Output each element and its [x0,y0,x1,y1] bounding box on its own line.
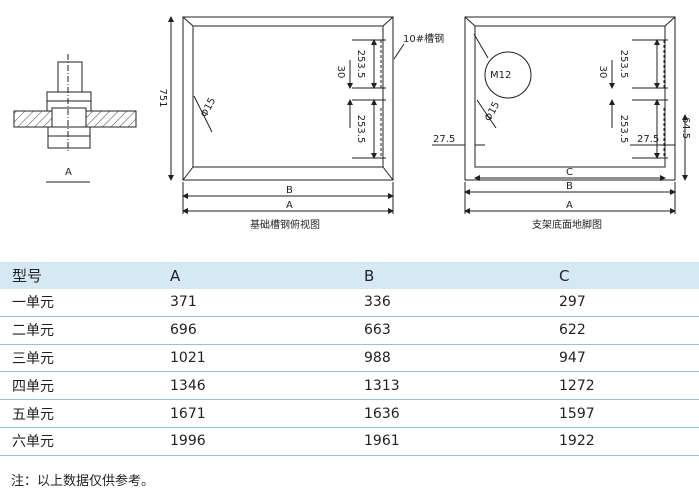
bottom-label-c: C [566,167,573,178]
table-row: 四单元 1346 1313 1272 [0,371,699,401]
model-dimensions-table: 型号 A B C 一单元 371 336 297 二单元 696 663 622… [0,262,699,456]
top-dim-751: 751 [157,88,168,107]
cell-b: 1961 [364,427,559,456]
top-dim-253-lower: 253.5 [355,115,366,144]
column-header-a: A [170,262,364,289]
bottom-view-drawing [432,16,688,214]
column-header-c: C [559,262,699,289]
top-view-caption: 基础槽钢俯视图 [250,218,320,231]
channel-steel-label: 10#槽钢 [403,32,444,45]
top-hole-label: Φ15 [199,96,218,119]
cell-b: 1636 [364,399,559,428]
bottom-dim-253-upper: 253.5 [618,50,629,79]
cell-a: 1346 [170,371,364,401]
table-row: 二单元 696 663 622 [0,316,699,345]
bottom-label-a: A [566,200,573,211]
bottom-dim-27-right: 27.5 [637,134,659,145]
cell-a: 1996 [170,427,364,456]
cell-b: 988 [364,344,559,373]
top-dim-30: 30 [335,66,346,79]
reference-note: 注：以上数据仅供参考。 [11,474,155,489]
bolt-m12-label: M12 [490,70,511,81]
cell-model: 三单元 [0,344,170,373]
cell-a: 371 [170,289,364,317]
cell-c: 1597 [559,399,699,428]
table-header-row: 型号 A B C [0,262,699,289]
top-label-b: B [286,185,293,196]
bottom-hole-label: Φ15 [483,100,502,123]
bolt-detail [13,54,137,183]
cell-b: 1313 [364,371,559,401]
technical-drawings: A 751 30 253.5 253.5 Φ15 10#槽钢 B A [13,16,691,231]
table-row: 三单元 1021 988 947 [0,344,699,373]
bolt-label-a: A [65,167,72,178]
table-row: 五单元 1671 1636 1597 [0,399,699,428]
bottom-view-caption: 支架底面地脚图 [532,218,602,231]
cell-a: 696 [170,316,364,345]
table-row: 一单元 371 336 297 [0,289,699,317]
bottom-dim-64: 64.5 [680,117,691,139]
top-view-drawing [168,16,405,214]
table-row: 六单元 1996 1961 1922 [0,427,699,456]
bottom-dim-253-lower: 253.5 [618,115,629,144]
cell-b: 663 [364,316,559,345]
cell-c: 297 [559,289,699,317]
cell-model: 一单元 [0,289,170,317]
cell-b: 336 [364,289,559,317]
cell-a: 1671 [170,399,364,428]
cell-a: 1021 [170,344,364,373]
bottom-dim-27-left: 27.5 [433,134,455,145]
cell-model: 六单元 [0,427,170,456]
cell-c: 947 [559,344,699,373]
cell-model: 二单元 [0,316,170,345]
top-dim-253-upper: 253.5 [355,50,366,79]
bottom-dim-30: 30 [597,66,608,79]
bottom-label-b: B [566,181,573,192]
cell-c: 622 [559,316,699,345]
cell-c: 1922 [559,427,699,456]
column-header-b: B [364,262,559,289]
cell-model: 四单元 [0,371,170,401]
top-label-a: A [286,200,293,211]
cell-c: 1272 [559,371,699,401]
column-header-model: 型号 [0,262,170,289]
cell-model: 五单元 [0,399,170,428]
